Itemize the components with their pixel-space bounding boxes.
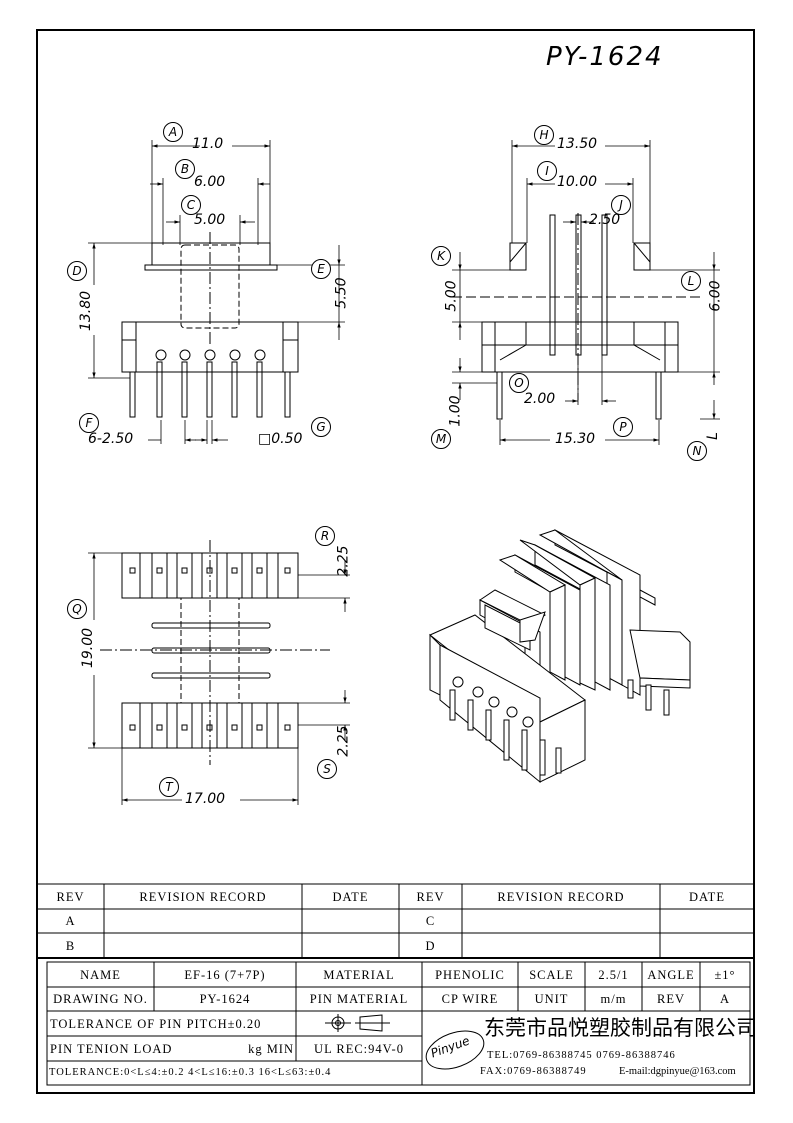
- dim-a: 11.0: [192, 136, 224, 152]
- label-circle-t: T: [159, 777, 179, 797]
- dim-t: 17.00: [185, 791, 226, 807]
- dim-m: 1.00: [447, 395, 464, 427]
- dim-p: 15.30: [555, 431, 596, 447]
- tolerance-general: TOLERANCE:0<L≤4:±0.2 4<L≤16:±0.3 16<L≤63…: [49, 1067, 332, 1078]
- revision-record-header-2: REVISION RECORD: [497, 890, 625, 904]
- dim-b: 6.00: [194, 174, 226, 190]
- bottom-pins-bottom: [129, 703, 291, 748]
- rev-row-b: B: [65, 939, 76, 953]
- scale-label: SCALE: [529, 968, 574, 982]
- dim-f: 6-2.50: [88, 431, 134, 447]
- dim-g: □0.50: [258, 431, 303, 447]
- label-circle-a: A: [163, 122, 183, 142]
- dim-k: 5.00: [443, 280, 460, 312]
- company-fax: FAX:0769-86388749: [480, 1066, 587, 1077]
- rev-row-d: D: [425, 939, 436, 953]
- dim-e: 5.50: [333, 277, 350, 309]
- company-email: E-mail:dgpinyue@163.com: [619, 1066, 736, 1077]
- label-circle-n: N: [687, 441, 707, 461]
- bottom-view-dimensions: [88, 552, 350, 805]
- drawing-no-label: DRAWING NO.: [53, 992, 148, 1006]
- side-view: [452, 213, 700, 420]
- label-circle-q: Q: [67, 599, 87, 619]
- date-header-2: DATE: [689, 890, 725, 904]
- tolerance-pin-pitch: TOLERANCE OF PIN PITCH±0.20: [50, 1017, 262, 1031]
- dim-s: 2.25: [335, 725, 352, 757]
- pin-material-value: CP WIRE: [441, 992, 499, 1006]
- part-number-title: PY-1624: [546, 42, 664, 72]
- label-circle-j: J: [611, 195, 631, 215]
- pin-tension-unit: kg MIN: [248, 1042, 294, 1056]
- rev-row-c: C: [425, 914, 436, 928]
- dim-h: 13.50: [557, 136, 598, 152]
- dim-j: 2.50: [589, 212, 621, 228]
- dim-l: 6.00: [707, 280, 724, 312]
- title-block-lines: [37, 883, 754, 1086]
- label-circle-f: F: [79, 413, 99, 433]
- material-value: PHENOLIC: [435, 968, 505, 982]
- ul-rec: UL REC:94V-0: [314, 1042, 404, 1056]
- dim-c: 5.00: [194, 212, 226, 228]
- date-header-1: DATE: [332, 890, 369, 904]
- company-tel: TEL:0769-86388745 0769-86388746: [487, 1050, 676, 1061]
- rev-header-2: REV: [416, 890, 445, 904]
- material-label: MATERIAL: [323, 968, 395, 982]
- drawing-no-value: PY-1624: [199, 992, 251, 1006]
- label-circle-o: O: [509, 373, 529, 393]
- dim-q: 19.00: [80, 627, 97, 669]
- label-circle-k: K: [431, 246, 451, 266]
- label-circle-e: E: [311, 259, 331, 279]
- rev-label: REV: [657, 992, 685, 1006]
- label-circle-m: M: [431, 429, 451, 449]
- side-view-dimensions: [452, 140, 720, 445]
- label-circle-c: C: [181, 195, 201, 215]
- scale-value: 2.5/1: [598, 968, 629, 982]
- bottom-pins-top: [129, 553, 291, 598]
- revision-record-header-1: REVISION RECORD: [139, 890, 267, 904]
- unit-label: UNIT: [534, 992, 569, 1006]
- dim-r: 2.25: [335, 545, 352, 577]
- isometric-view: [429, 529, 691, 784]
- label-circle-h: H: [534, 125, 554, 145]
- angle-value: ±1°: [714, 968, 736, 982]
- company-name-cn: 东莞市品悦塑胶制品有限公司: [484, 1016, 757, 1040]
- front-view: [121, 232, 299, 418]
- dim-n: L: [704, 432, 721, 440]
- rev-row-a: A: [65, 914, 76, 928]
- sheet-border: [36, 29, 755, 1094]
- label-circle-g: G: [311, 417, 331, 437]
- rev-header-1: REV: [56, 890, 85, 904]
- label-circle-d: D: [67, 261, 87, 281]
- pin-material-label: PIN MATERIAL: [309, 992, 409, 1006]
- name-label: NAME: [80, 968, 121, 982]
- dim-o: 2.00: [524, 391, 556, 407]
- rev-value: A: [719, 992, 731, 1006]
- label-circle-p: P: [613, 417, 633, 437]
- angle-label: ANGLE: [647, 968, 695, 982]
- label-circle-i: I: [537, 161, 557, 181]
- pin-tension-load: PIN TENION LOAD: [50, 1042, 173, 1056]
- unit-value: m/m: [600, 992, 627, 1006]
- label-circle-l: L: [681, 271, 701, 291]
- name-value: EF-16 (7+7P): [184, 968, 266, 982]
- dim-d: 13.80: [78, 290, 95, 332]
- label-circle-r: R: [315, 526, 335, 546]
- bottom-view: [100, 540, 330, 765]
- dim-i: 10.00: [557, 174, 598, 190]
- label-circle-s: S: [317, 759, 337, 779]
- label-circle-b: B: [175, 159, 195, 179]
